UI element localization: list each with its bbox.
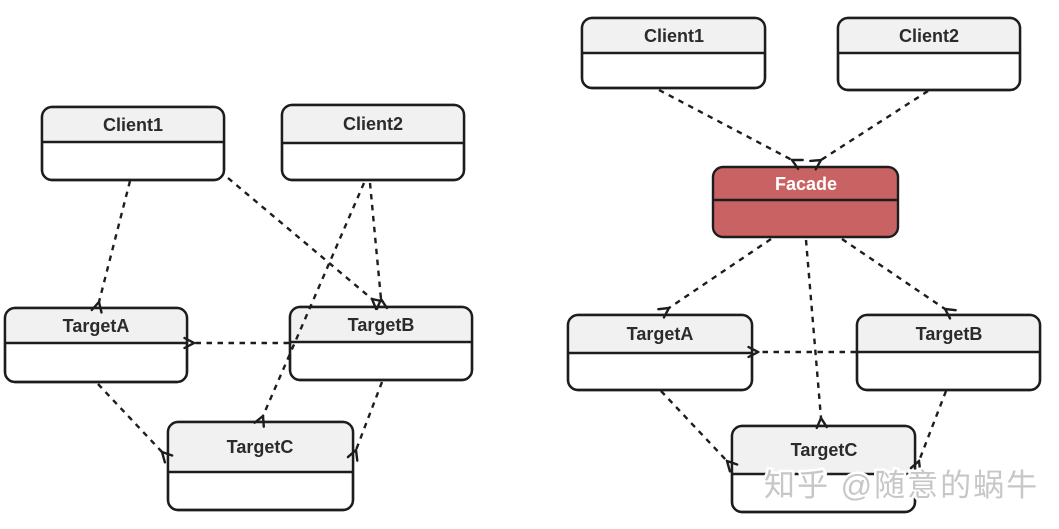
- class-border: [580, 16, 767, 90]
- class-name: TargetB: [916, 324, 983, 344]
- edge-targetA-targetC: [97, 383, 162, 452]
- class-header: [42, 107, 224, 142]
- node-right-client1: Client1: [580, 16, 767, 90]
- class-border: [836, 16, 1022, 92]
- edge-client1-targetA: [99, 180, 132, 302]
- right-diagram: Client1 Client2 Facade TargetA Tar: [566, 16, 1042, 514]
- edge-facade-targetA: [669, 238, 772, 308]
- edge-targetB-targetC: [356, 381, 384, 450]
- edge-client1-facade: [658, 88, 792, 160]
- class-header: [857, 315, 1040, 352]
- class-name: Client1: [644, 26, 704, 46]
- class-name: Client2: [899, 26, 959, 46]
- class-header: [5, 308, 187, 343]
- node-right-targetB: TargetB: [855, 313, 1042, 392]
- node-left-client1: Client1: [40, 105, 226, 182]
- class-name: Client1: [103, 115, 163, 135]
- node-left-targetA: TargetA: [3, 306, 189, 384]
- class-name: TargetB: [348, 315, 415, 335]
- left-diagram: Client1 Client2 TargetA TargetB: [3, 103, 474, 512]
- node-facade: Facade: [711, 165, 900, 239]
- edge-client1-targetB: [227, 177, 372, 299]
- zhihu-watermark: 知乎 @随意的蜗牛: [764, 468, 1039, 503]
- class-header: [732, 426, 915, 474]
- edge-client2-facade: [821, 89, 929, 160]
- node-left-targetB: TargetB: [288, 305, 474, 382]
- node-left-targetC: TargetC: [166, 420, 355, 512]
- class-header: [568, 315, 752, 353]
- node-right-client2: Client2: [836, 16, 1022, 92]
- class-header: [290, 307, 472, 342]
- class-header: [282, 105, 464, 143]
- class-name: TargetC: [227, 437, 294, 457]
- facade-name: Facade: [775, 174, 837, 194]
- edge-facade-targetC: [804, 239, 821, 418]
- class-border: [280, 103, 466, 182]
- class-name: TargetA: [63, 316, 130, 336]
- class-header: [168, 422, 353, 472]
- edge-facade-targetB: [841, 238, 945, 309]
- class-name: Client2: [343, 114, 403, 134]
- class-border: [40, 105, 226, 182]
- edge-client2-targetC: [263, 182, 366, 416]
- edge-targetB-targetC: [919, 390, 948, 461]
- class-name: TargetC: [791, 440, 858, 460]
- edge-client2-targetB: [368, 182, 381, 299]
- class-name: TargetA: [627, 324, 694, 344]
- node-left-client2: Client2: [280, 103, 466, 182]
- class-header: [582, 18, 765, 53]
- facade-box: [711, 165, 900, 239]
- edge-targetA-targetC: [660, 390, 727, 461]
- node-right-targetA: TargetA: [566, 313, 754, 392]
- class-header: [838, 18, 1020, 53]
